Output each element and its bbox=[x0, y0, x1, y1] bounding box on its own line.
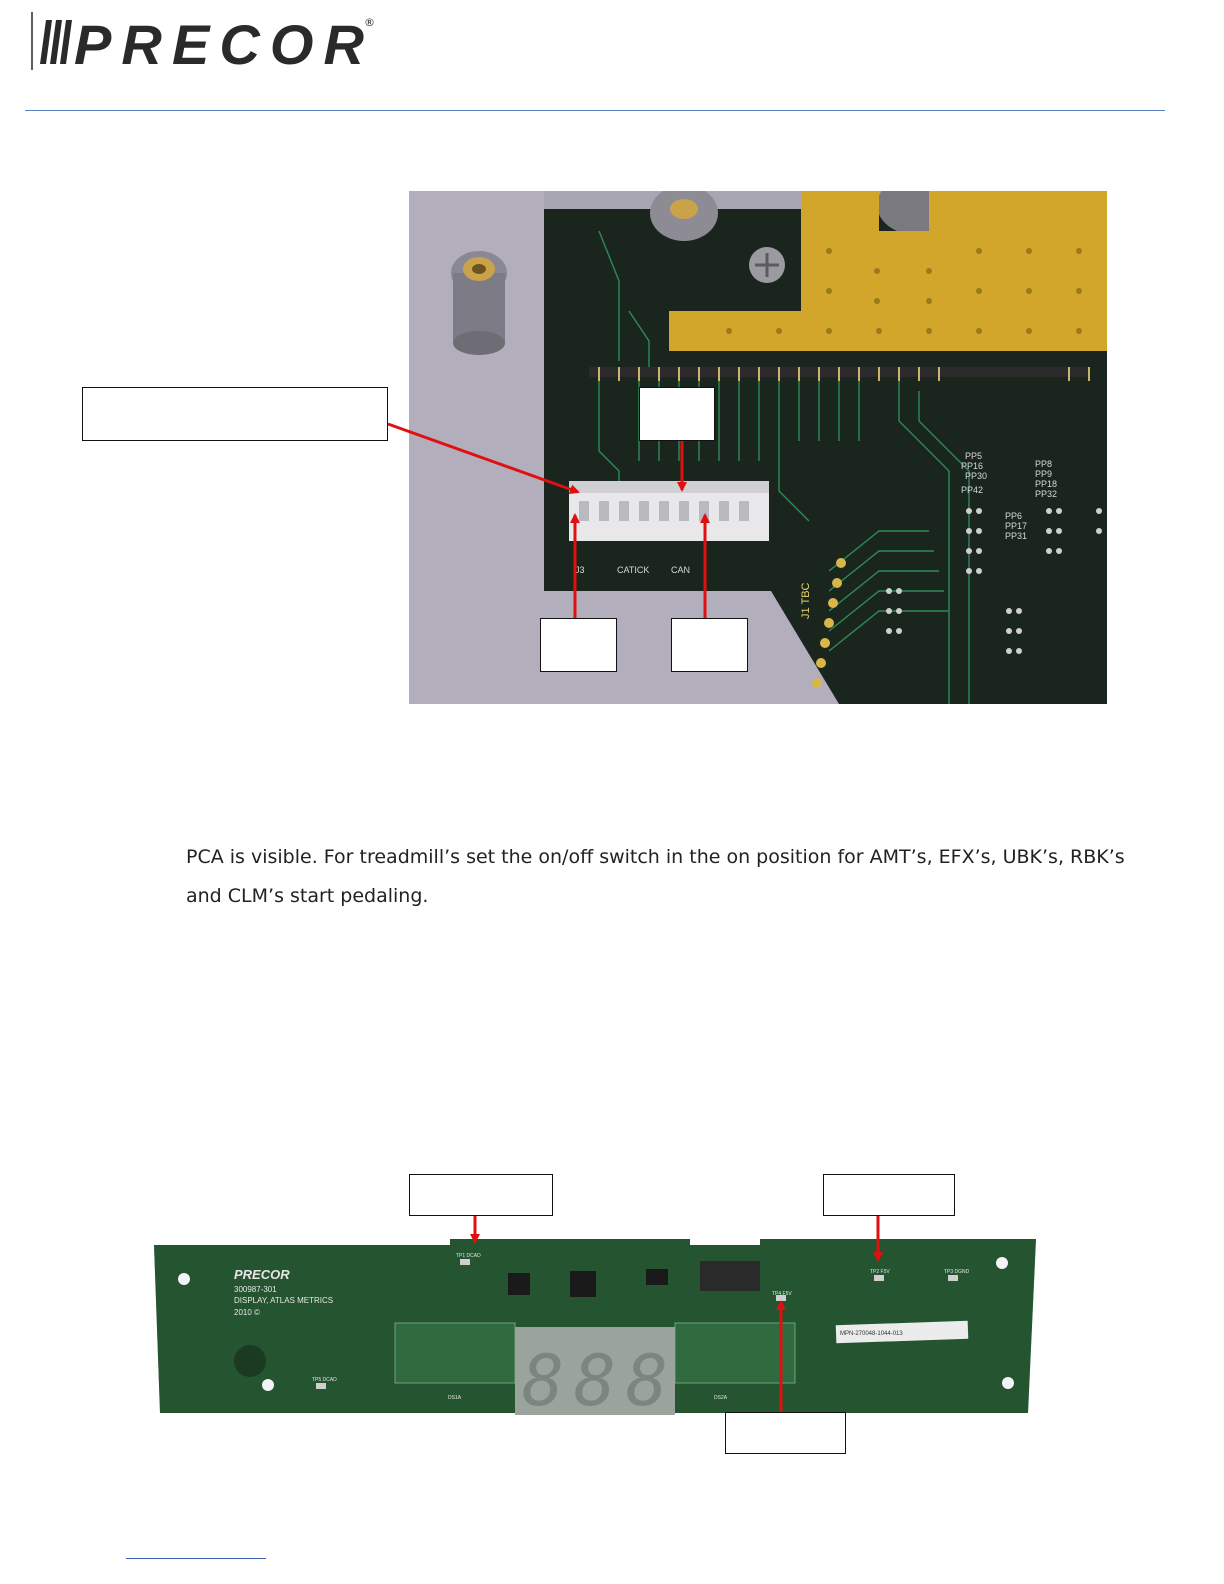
silk-catick: CATICK bbox=[617, 565, 649, 575]
pcb-tp4: TP4 F5V bbox=[772, 1291, 792, 1297]
precor-logo: PRECOR ® bbox=[31, 12, 375, 72]
silk-j1-tbc: J1 TBC bbox=[800, 582, 812, 619]
instruction-paragraph: PCA is visible. For treadmill’s set the … bbox=[186, 846, 1125, 907]
pcb-year: 2010 © bbox=[234, 1308, 260, 1317]
callout-pin-1 bbox=[540, 618, 617, 672]
silk-can: CAN bbox=[671, 565, 690, 575]
silk-pp18: PP18 bbox=[1035, 479, 1057, 489]
silk-pp31: PP31 bbox=[1005, 531, 1027, 541]
silk-pp5: PP5 bbox=[965, 451, 982, 461]
logo-wordmark: PRECOR bbox=[74, 13, 365, 72]
pcb-desc: DISPLAY, ATLAS METRICS bbox=[234, 1296, 333, 1305]
pcb-ds2a: DS2A bbox=[714, 1395, 728, 1401]
pcb-tp1: TP1 DCAD bbox=[456, 1253, 481, 1259]
silk-pp32: PP32 bbox=[1035, 489, 1057, 499]
pcb-tp5: TP5 DCAD bbox=[312, 1377, 337, 1383]
registered-mark: ® bbox=[364, 16, 375, 29]
pcb-tp2: TP2 F5V bbox=[870, 1269, 890, 1275]
seven-segment-digits: 888 bbox=[522, 1340, 668, 1420]
pcb-ds1a: DS1A bbox=[448, 1395, 462, 1401]
silk-j3: J3 bbox=[575, 565, 585, 575]
callout-tp4 bbox=[725, 1412, 846, 1454]
silk-pp42: PP42 bbox=[961, 485, 983, 495]
display-board-photo: 888 PRECOR 300987-301 DISPLAY, ATLAS MET… bbox=[150, 1235, 1040, 1420]
pcb-label: MPN-270048-1044-013 bbox=[840, 1331, 903, 1337]
callout-connector bbox=[82, 387, 388, 441]
silk-pp16: PP16 bbox=[961, 461, 983, 471]
silk-pp17: PP17 bbox=[1005, 521, 1027, 531]
footer-link-underline[interactable] bbox=[126, 1558, 266, 1559]
silk-pp9: PP9 bbox=[1035, 469, 1052, 479]
pcb-brand: PRECOR bbox=[234, 1267, 290, 1282]
pcb-part: 300987-301 bbox=[234, 1285, 277, 1294]
silk-pp6: PP6 bbox=[1005, 511, 1022, 521]
silk-pp8: PP8 bbox=[1035, 459, 1052, 469]
callout-tp1 bbox=[409, 1174, 553, 1216]
pcb-tp3: TP3 DGND bbox=[944, 1269, 970, 1275]
callout-pin-2 bbox=[671, 618, 748, 672]
controller-board-photo: PP5 PP16 PP30 PP42 PP6 PP17 PP31 PP8 PP9… bbox=[409, 191, 1107, 704]
silk-pp30: PP30 bbox=[965, 471, 987, 481]
callout-tp2 bbox=[823, 1174, 955, 1216]
callout-pin-top bbox=[639, 387, 715, 441]
header-rule bbox=[25, 110, 1165, 111]
